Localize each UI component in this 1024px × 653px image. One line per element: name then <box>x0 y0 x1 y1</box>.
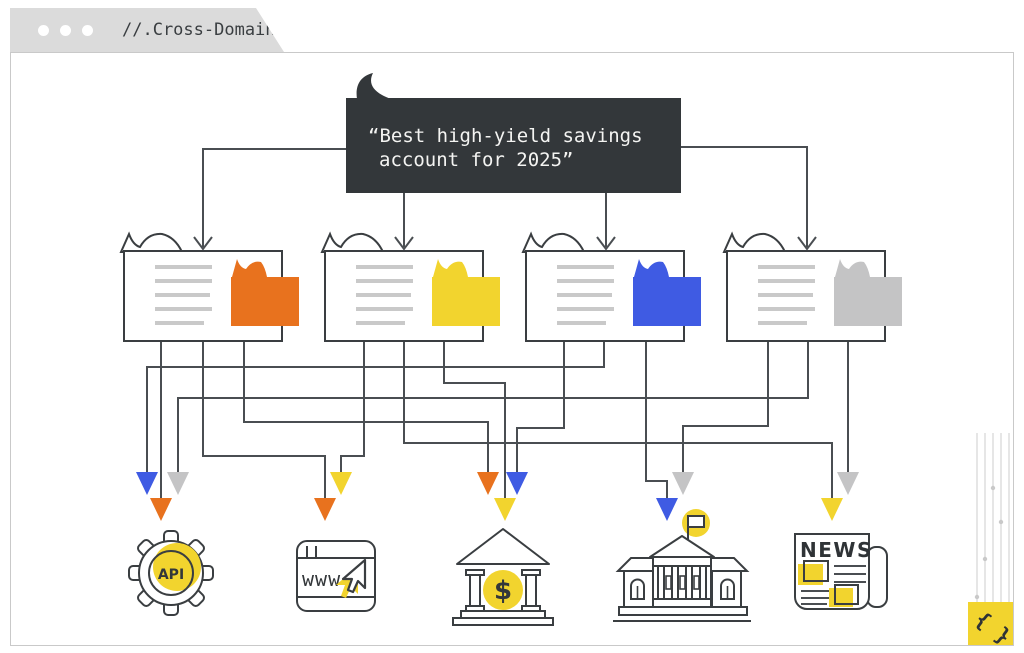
text-line <box>155 321 204 325</box>
text-line <box>557 293 612 297</box>
query-text-line2: account for 2025” <box>379 149 573 171</box>
arrowhead-yellow <box>330 472 352 495</box>
arrowhead-gray <box>167 472 189 495</box>
illustration-canvas: “Best high-yield savings account for 202… <box>10 52 1014 646</box>
arrowhead-blue <box>136 472 158 495</box>
text-line <box>155 307 212 311</box>
query-text-line1: “Best high-yield savings <box>368 125 643 147</box>
news-icon: NEWS <box>794 533 888 610</box>
flag-icon <box>687 515 705 528</box>
traffic-dot <box>60 24 71 36</box>
text-line <box>557 265 614 269</box>
result-wires <box>136 342 859 521</box>
text-line <box>758 293 813 297</box>
cross-domain-diagram: “Best high-yield savings account for 202… <box>119 73 1013 645</box>
query-bubble: “Best high-yield savings account for 202… <box>346 73 681 193</box>
search-result-card-blue <box>521 231 701 342</box>
answer-bubble <box>834 277 902 326</box>
search-result-card-gray <box>722 231 902 342</box>
decor-string-dots <box>974 485 1004 600</box>
arrowhead-yellow <box>821 498 843 521</box>
wire-result-2-to-browser <box>340 342 365 472</box>
card-tail <box>320 231 385 253</box>
text-line <box>557 307 614 311</box>
api-label: API <box>158 567 184 583</box>
arrowhead-blue <box>506 472 528 495</box>
www-label: www <box>302 567 341 591</box>
api-gear-icon: API <box>128 530 214 616</box>
arrowhead-open <box>394 236 414 251</box>
browser-www-icon: www <box>296 540 376 612</box>
query-connectors <box>193 146 817 251</box>
traffic-dot <box>38 24 49 36</box>
text-line <box>356 293 411 297</box>
search-result-cards <box>119 231 902 342</box>
card-tail <box>521 231 586 253</box>
text-line <box>758 279 815 283</box>
wire-result-2-to-news <box>403 342 833 498</box>
text-line <box>758 321 807 325</box>
news-label: NEWS <box>800 538 873 562</box>
text-line <box>155 279 212 283</box>
search-result-card-orange <box>119 231 299 342</box>
arrowhead-orange <box>477 472 499 495</box>
text-line <box>557 279 614 283</box>
dollar-label: $ <box>494 576 512 606</box>
cursor-icon <box>341 558 367 594</box>
wire-result-1-to-browser <box>202 342 326 498</box>
answer-bubble-tail <box>835 259 870 277</box>
wire-result-1-to-bank <box>243 342 489 472</box>
answer-bubble-tail <box>232 259 267 277</box>
arrowhead-orange <box>150 498 172 521</box>
bank-icon: $ <box>452 528 554 626</box>
text-line <box>356 321 405 325</box>
arrowhead-gray <box>837 472 859 495</box>
arrowhead-orange <box>314 498 336 521</box>
tab-title: //.Cross-Domain <box>122 20 276 40</box>
institution-icon <box>613 509 751 622</box>
text-line <box>758 265 815 269</box>
answer-bubble <box>432 277 500 326</box>
arrowhead-gray <box>672 472 694 495</box>
arrowhead-open <box>596 236 616 251</box>
wire-result-4-to-api <box>177 342 809 472</box>
traffic-dots <box>38 24 93 36</box>
text-line <box>155 265 212 269</box>
arrowhead-blue <box>656 498 678 521</box>
wire-result-4-to-institution <box>682 342 769 472</box>
text-line <box>155 293 210 297</box>
answer-bubble-tail <box>433 259 468 277</box>
card-tail <box>119 231 184 253</box>
dollar-circle <box>483 570 523 610</box>
answer-bubble <box>231 277 299 326</box>
window-tab: //.Cross-Domain <box>10 8 284 52</box>
search-result-card-yellow <box>320 231 500 342</box>
wire-result-3-to-institution <box>645 342 668 498</box>
arrowhead-yellow <box>494 498 516 521</box>
wire-result-3-to-bank <box>516 342 565 472</box>
text-line <box>758 307 815 311</box>
api-highlight-circle <box>153 543 201 591</box>
decor-strings <box>976 433 1010 607</box>
card-tail <box>722 231 787 253</box>
code-badge: { } <box>968 602 1013 645</box>
answer-bubble <box>633 277 701 326</box>
answer-bubble-tail <box>634 259 669 277</box>
text-line <box>557 321 606 325</box>
arrowhead-open <box>797 236 817 251</box>
arrowhead-open <box>193 236 213 251</box>
text-line <box>356 279 413 283</box>
wire-result-3-to-api <box>146 342 605 472</box>
text-line <box>356 265 413 269</box>
text-line <box>356 307 413 311</box>
wire-result-2-to-bank <box>443 342 506 498</box>
traffic-dot <box>82 24 93 36</box>
